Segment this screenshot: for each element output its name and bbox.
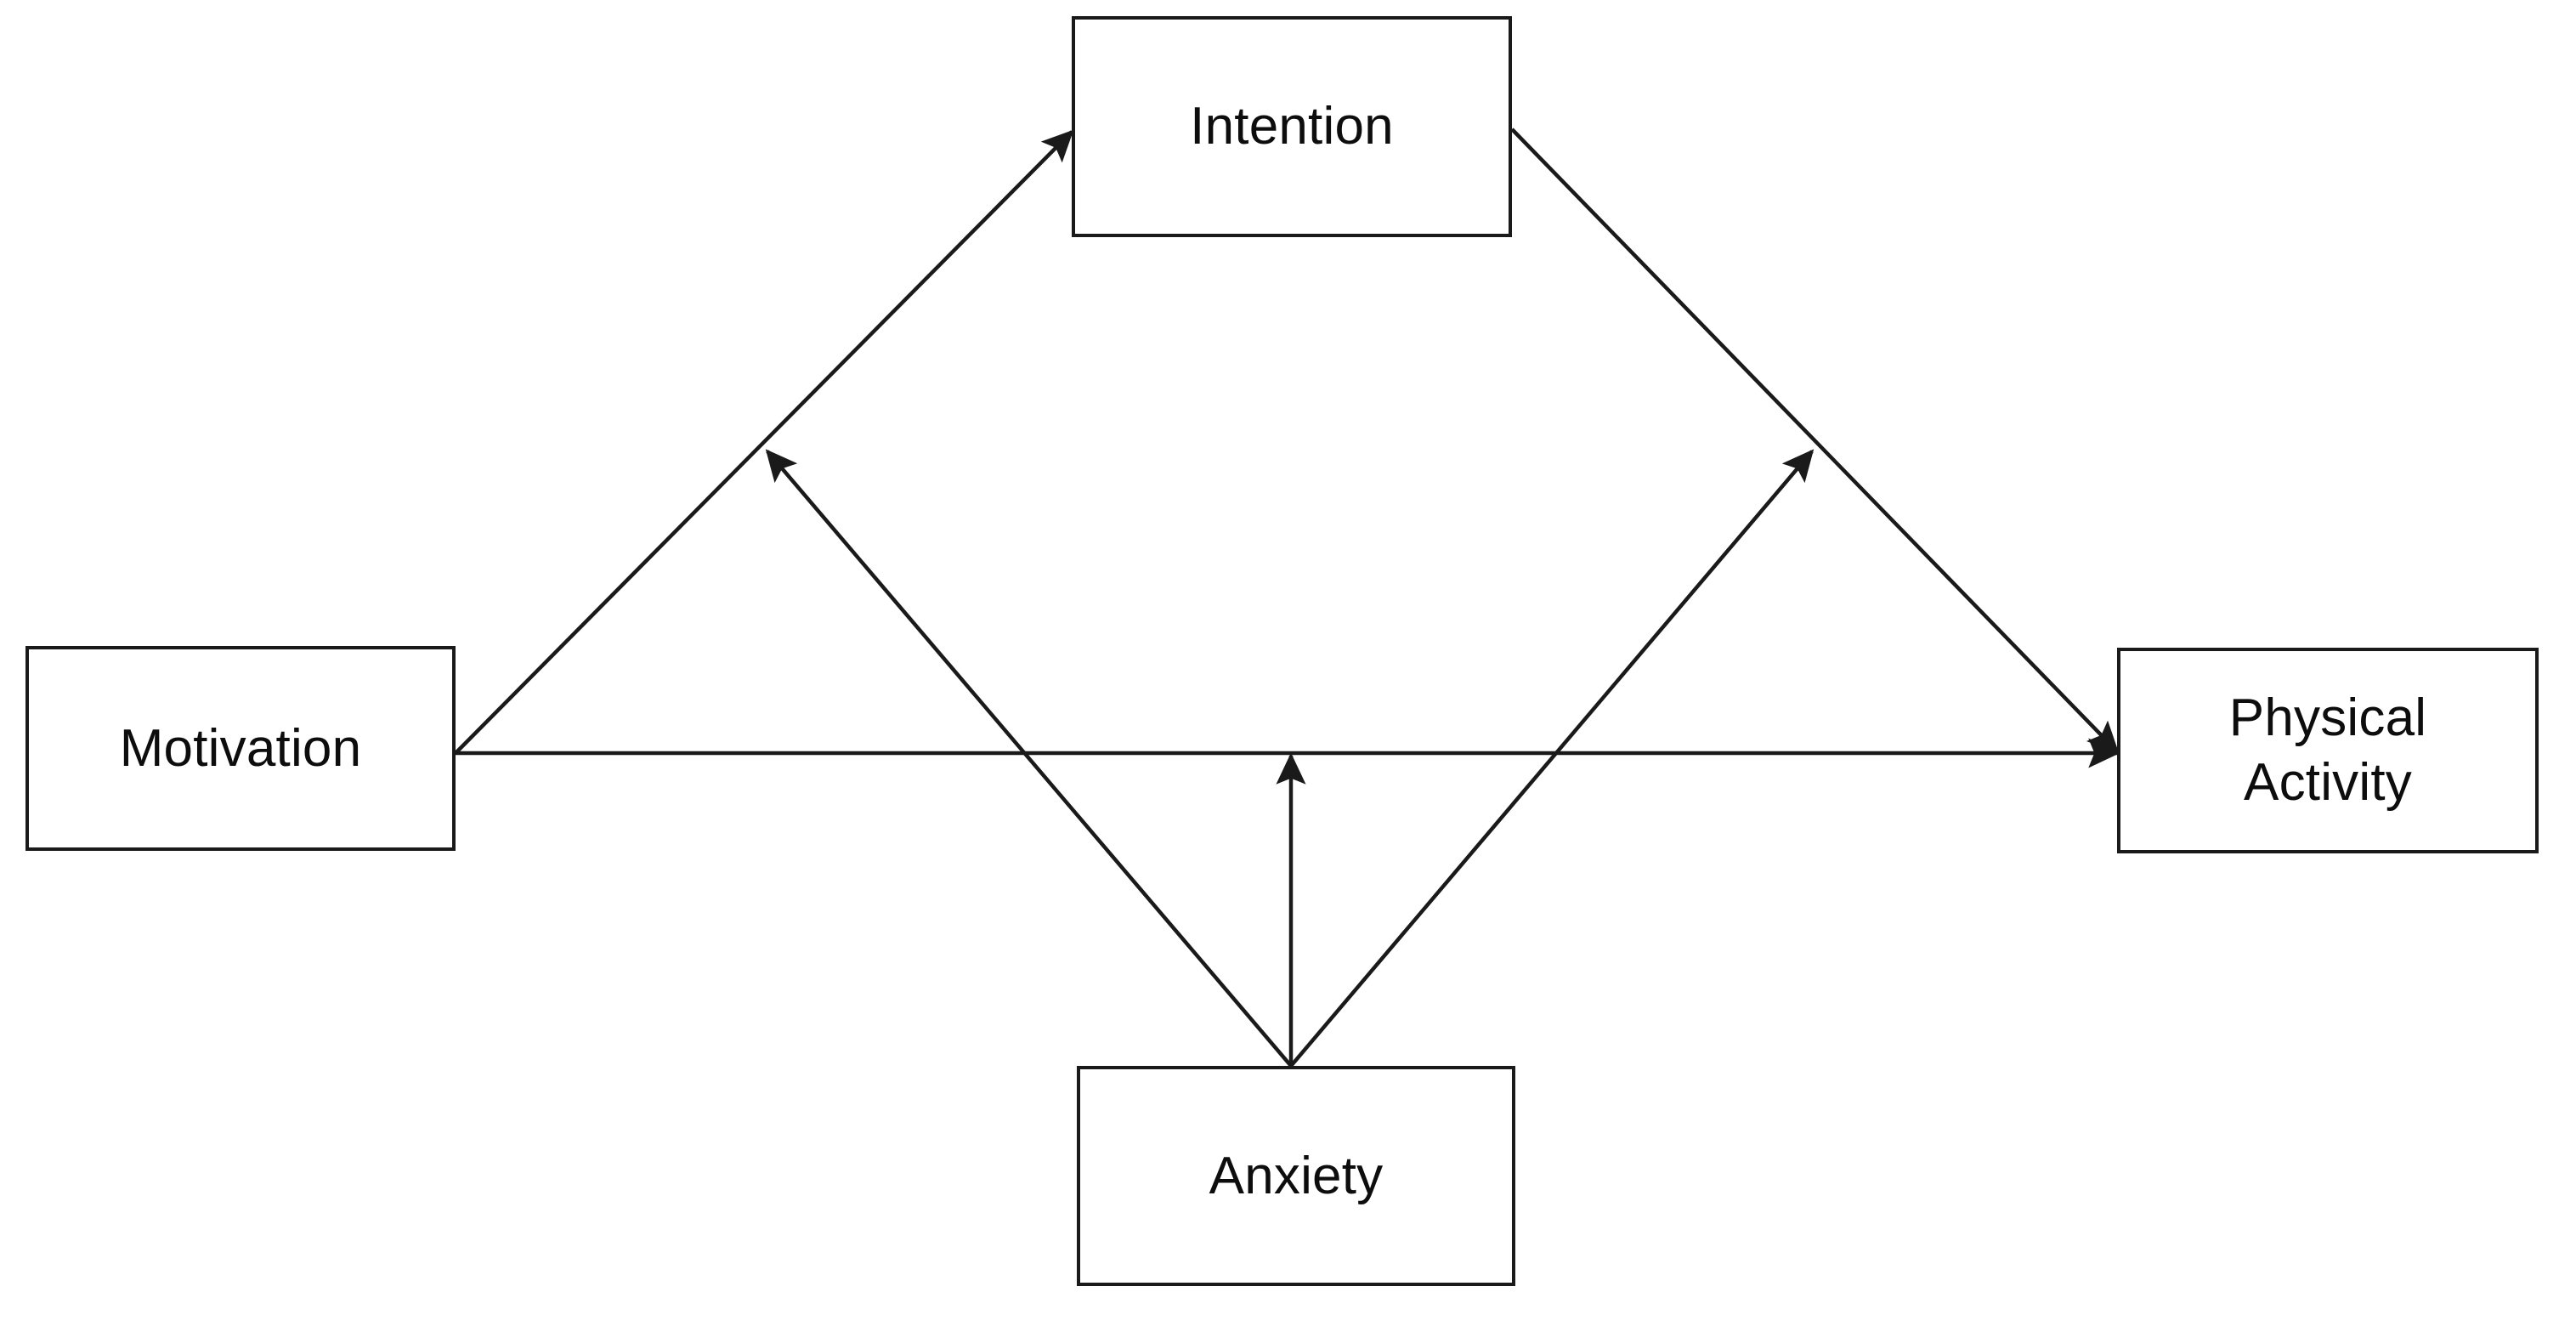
node-physical-activity-label: Physical Activity	[2228, 688, 2427, 812]
node-motivation-label: Motivation	[119, 718, 362, 778]
node-intention[interactable]: Intention	[1072, 16, 1512, 237]
edge-intention-to-physical-activity	[1510, 128, 2120, 754]
node-physical-activity[interactable]: Physical Activity	[2117, 648, 2539, 853]
node-intention-label: Intention	[1190, 97, 1394, 156]
edge-motivation-to-intention	[454, 129, 1074, 755]
node-anxiety[interactable]: Anxiety	[1077, 1066, 1515, 1286]
node-anxiety-label: Anxiety	[1209, 1146, 1384, 1205]
edge-anxiety-to-motivation-intention-path	[765, 449, 1293, 1068]
edge-anxiety-to-intention-physical-activity-path	[1289, 449, 1815, 1068]
node-motivation[interactable]: Motivation	[25, 646, 456, 851]
